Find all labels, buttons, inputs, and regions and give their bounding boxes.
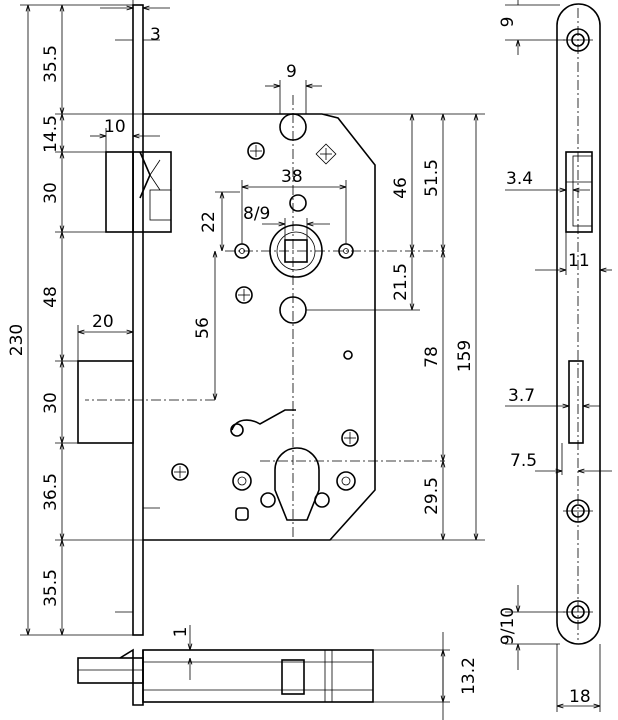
dim-8-9: 8/9 <box>243 204 270 224</box>
dim-46: 46 <box>391 177 411 199</box>
center-dimensions <box>215 80 347 400</box>
right-dimension-labels: 46 51.5 21.5 78 29.5 159 <box>391 159 475 515</box>
dim-14-5: 14.5 <box>41 115 61 153</box>
dim-78: 78 <box>422 346 442 368</box>
dim-29-5: 29.5 <box>422 477 442 515</box>
bottom-view <box>77 625 450 720</box>
dim-230: 230 <box>7 324 27 356</box>
lock-body <box>77 113 376 541</box>
dim-35-5-top: 35.5 <box>41 45 61 83</box>
right-dimensions <box>306 113 485 541</box>
side-view-dimensions <box>505 0 612 712</box>
dim-9-top: 9 <box>286 62 297 82</box>
dim-side-18: 18 <box>569 687 591 707</box>
dim-159: 159 <box>455 340 475 372</box>
dim-3: 3 <box>150 25 161 45</box>
dim-48: 48 <box>41 286 61 308</box>
faceplate <box>115 4 160 636</box>
body-holes <box>171 113 359 521</box>
dead-bolt <box>77 360 134 444</box>
dim-56: 56 <box>193 317 213 339</box>
dim-side-9: 9 <box>498 17 518 28</box>
dim-51-5: 51.5 <box>422 159 442 197</box>
cross-screw-4 <box>171 463 189 481</box>
cross-screw-3 <box>341 429 359 447</box>
cross-screw-1 <box>247 142 265 160</box>
dim-30-mid: 30 <box>41 392 61 414</box>
bottom-view-labels: 1 13.2 <box>171 627 479 695</box>
dim-22: 22 <box>199 211 219 233</box>
dim-10: 10 <box>104 117 126 137</box>
dim-side-3-4: 3.4 <box>506 169 533 189</box>
left-dimensions <box>20 0 170 636</box>
dim-30-top: 30 <box>41 182 61 204</box>
dim-35-5-bot: 35.5 <box>41 569 61 607</box>
dim-1: 1 <box>171 627 191 638</box>
dim-side-7-5: 7.5 <box>510 451 537 471</box>
dim-side-3-7: 3.7 <box>508 386 535 406</box>
dim-20: 20 <box>92 312 114 332</box>
center-lines <box>85 95 445 540</box>
cylinder-cutout <box>274 447 320 521</box>
center-dimension-labels: 9 38 8/9 22 56 <box>193 62 303 339</box>
dim-36-5: 36.5 <box>41 473 61 511</box>
dim-21-5: 21.5 <box>391 263 411 301</box>
side-view-labels: 9 3.4 11 3.7 7.5 9/10 18 <box>498 17 591 707</box>
dim-38: 38 <box>281 167 303 187</box>
side-view-faceplate <box>556 3 601 645</box>
dim-side-9-10: 9/10 <box>498 607 518 645</box>
dim-side-11: 11 <box>568 251 590 271</box>
dim-13-2: 13.2 <box>459 657 479 695</box>
latch-bolt <box>105 151 134 233</box>
cross-screw-2 <box>235 286 253 304</box>
left-dimension-labels: 3 230 35.5 14.5 30 48 30 36.5 35.5 10 20 <box>7 25 161 607</box>
